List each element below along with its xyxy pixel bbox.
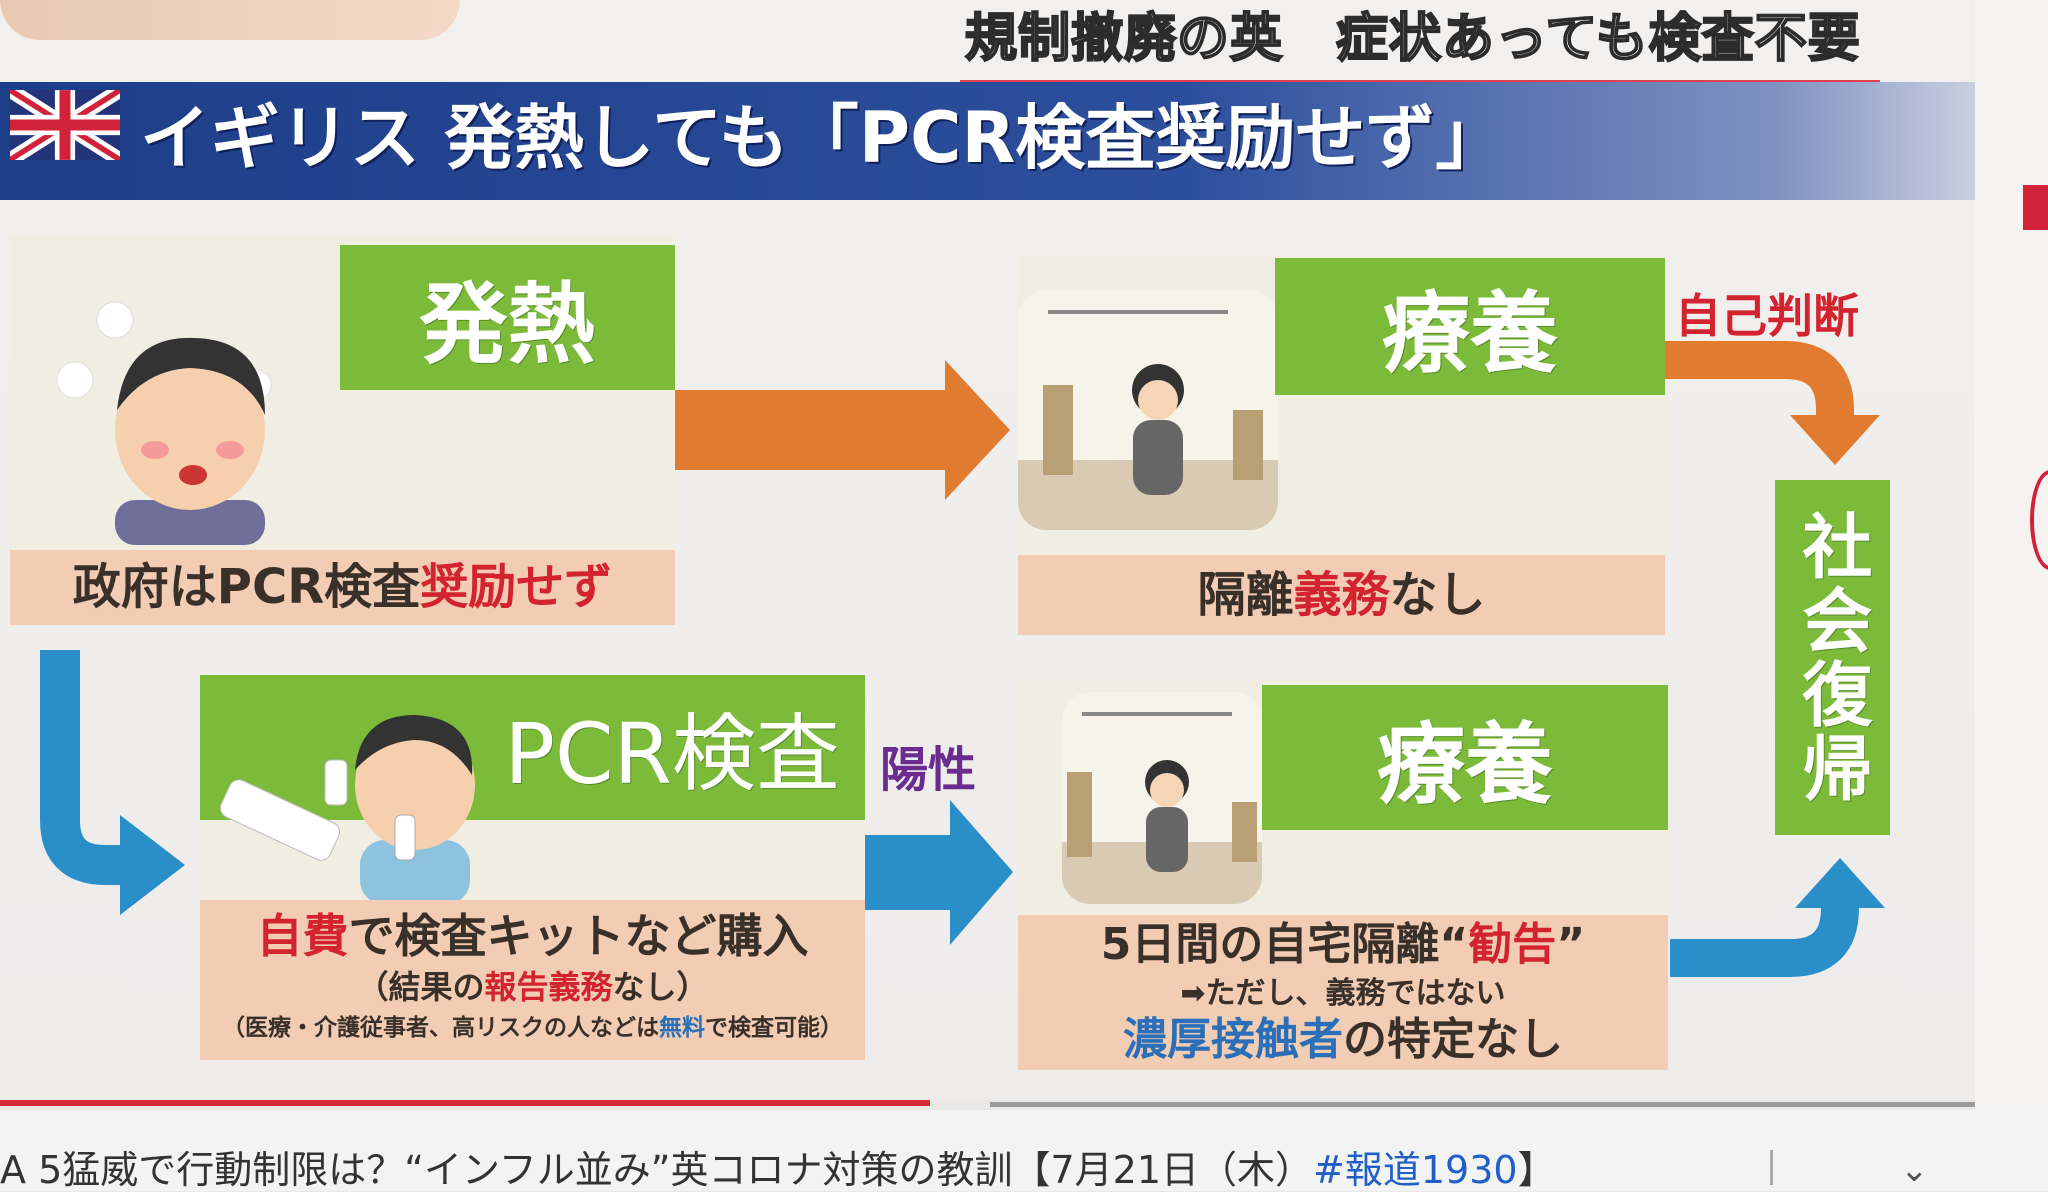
video-title-end: 】 <box>1517 1148 1556 1192</box>
caption-emphasis: 濃厚接触者 <box>1123 1014 1343 1065</box>
video-info-area <box>0 1110 2048 1191</box>
positive-label: 陽性 <box>880 742 977 798</box>
title-bar <box>0 82 1975 200</box>
side-page <box>1975 0 2048 1191</box>
pcr-caption-line3: （医療・介護従事者、高リスクの人などは無料で検査可能） <box>200 1008 865 1048</box>
video-title-text: A 5猛威で行動制限は？“インフル並み”英コロナ対策の教訓【7月21日（木） <box>0 1148 1314 1192</box>
caption-text: 政府はPCR検査 <box>72 559 421 615</box>
caption-emphasis: 報告義務 <box>484 968 613 1006</box>
person-resting-illustration <box>1062 692 1262 904</box>
caption-text: ” <box>1556 919 1586 970</box>
blue-curved-arrow <box>1670 858 1885 977</box>
presenter-hand <box>0 0 460 40</box>
divider <box>1770 1150 1773 1185</box>
self-judgment-label: 自己判断 <box>1675 289 1859 343</box>
caption-text: で検査キットなど購入 <box>348 909 809 963</box>
pcr-caption-line2: （結果の報告義務なし） <box>200 966 865 1008</box>
person-resting-illustration <box>1018 290 1278 530</box>
rest2-label: 療養 <box>1262 685 1668 830</box>
rest2-caption: 5日間の自宅隔離“勧告” ➡ただし、義務ではない 濃厚接触者の特定なし <box>1018 915 1668 1070</box>
fever-caption: 政府はPCR検査奨励せず <box>10 550 675 625</box>
rest2-caption-line1: 5日間の自宅隔離“勧告” <box>1018 915 1668 975</box>
caption-text: なし <box>1389 567 1486 623</box>
social-return-label: 社会復帰 <box>1775 480 1890 835</box>
pcr-label: PCR検査 <box>200 675 865 820</box>
caption-emphasis: 奨励せず <box>420 559 613 615</box>
rest2-caption-line2: ➡ただし、義務ではない <box>1180 976 1506 1011</box>
pcr-caption: 自費で検査キットなど購入 （結果の報告義務なし） （医療・介護従事者、高リスクの… <box>200 900 865 1060</box>
rest1-caption: 隔離義務なし <box>1018 555 1665 635</box>
blue-arrow-right <box>865 800 1013 945</box>
video-progress-bar[interactable] <box>0 1100 930 1106</box>
caption-emphasis: 勧告 <box>1468 919 1557 970</box>
pcr-caption-line1: 自費で検査キットなど購入 <box>200 906 865 966</box>
rest2-caption-line3: 濃厚接触者の特定なし <box>1018 1013 1668 1067</box>
hashtag-link[interactable]: #報道1930 <box>1313 1148 1518 1192</box>
title-country: イギリス <box>140 97 420 179</box>
caption-text: （医療・介護従事者、高リスクの人などは <box>222 1015 659 1041</box>
pcr-test-illustration <box>210 690 490 905</box>
caption-emphasis: 無料 <box>659 1015 705 1041</box>
caption-text: の特定なし <box>1343 1014 1563 1065</box>
caption-emphasis: 自費 <box>256 909 349 963</box>
caption-text: 5日間の自宅隔離“ <box>1100 919 1469 970</box>
page-title: イギリス 発熱しても「PCR検査奨励せず」 <box>140 88 1505 188</box>
chevron-down-icon[interactable]: ⌄ <box>1900 1150 1929 1190</box>
caption-text: （結果の <box>356 968 485 1006</box>
rest1-label: 療養 <box>1275 258 1665 395</box>
caption-text: なし） <box>612 968 709 1006</box>
video-title[interactable]: A 5猛威で行動制限は？“インフル並み”英コロナ対策の教訓【7月21日（木）#報… <box>0 1150 1556 1191</box>
caption-text: 隔離 <box>1197 567 1294 623</box>
fever-label: 発熱 <box>340 245 675 390</box>
uk-flag-icon <box>10 90 120 160</box>
sick-person-illustration <box>55 300 295 545</box>
caption-text: で検査可能） <box>705 1015 843 1041</box>
blue-l-arrow <box>40 650 185 915</box>
orange-curved-arrow <box>1665 341 1880 465</box>
orange-arrow-right <box>675 360 1010 500</box>
headline: 規制撤廃の英 症状あっても検査不要 <box>964 8 1861 70</box>
caption-emphasis: 義務 <box>1293 567 1390 623</box>
title-text: 発熱しても「PCR検査奨励せず」 <box>444 97 1506 179</box>
progress-track <box>990 1102 1975 1107</box>
